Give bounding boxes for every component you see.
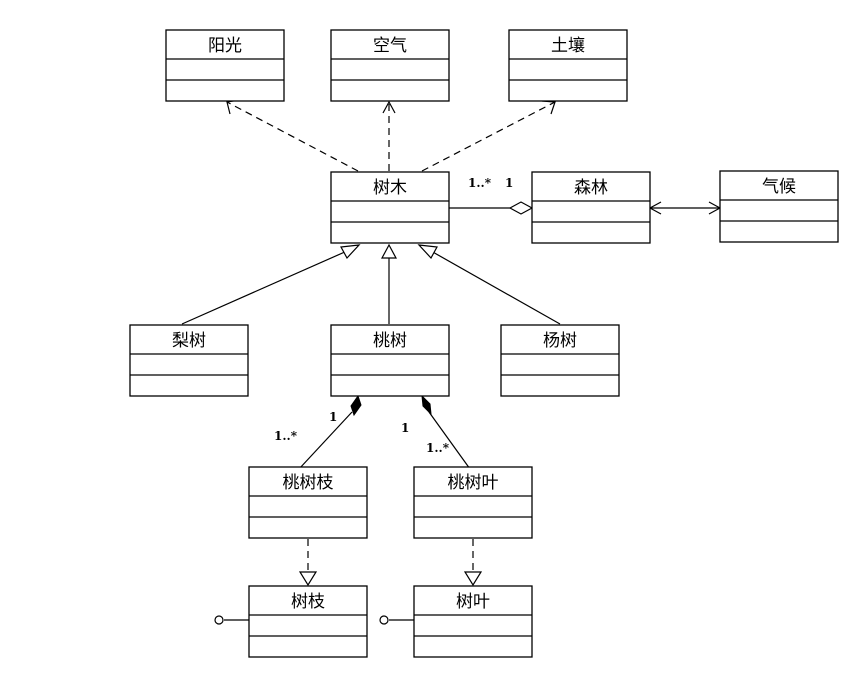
class-forest-title: 森林 xyxy=(574,178,608,198)
generalization-pear-tree xyxy=(181,244,361,325)
interface-lollipop-branch xyxy=(214,615,249,625)
class-branch-title: 树枝 xyxy=(291,592,325,612)
dependency-tree-sunlight xyxy=(226,99,359,172)
mult-tree-forest-many: 1..* xyxy=(468,176,492,190)
class-pear-tree-title: 梨树 xyxy=(172,331,206,351)
aggregation-tree-forest xyxy=(449,201,534,215)
class-climate: 气候 xyxy=(719,170,839,243)
class-peach-branch-title: 桃树枝 xyxy=(283,473,334,493)
class-climate-title: 气候 xyxy=(762,177,796,197)
class-peach-tree: 桃树 xyxy=(330,324,450,397)
generalization-poplar-tree xyxy=(417,244,561,325)
class-peach-tree-title: 桃树 xyxy=(373,331,407,351)
class-poplar-tree: 杨树 xyxy=(500,324,620,397)
class-sunlight: 阳光 xyxy=(165,29,285,102)
mult-peach-leaf-many: 1..* xyxy=(426,441,450,455)
class-sunlight-title: 阳光 xyxy=(208,36,242,56)
dependency-tree-soil xyxy=(421,100,556,172)
mult-tree-forest-one: 1 xyxy=(505,176,513,190)
mult-peach-leaf-one: 1 xyxy=(401,421,409,435)
class-peach-branch: 桃树枝 xyxy=(248,466,368,539)
dependency-tree-air xyxy=(382,100,396,171)
class-air: 空气 xyxy=(330,29,450,102)
composition-peach-leaf xyxy=(421,394,471,470)
class-branch: 树枝 xyxy=(248,585,368,658)
class-poplar-tree-title: 杨树 xyxy=(543,331,577,351)
generalization-peach-tree xyxy=(380,243,398,324)
association-forest-climate xyxy=(648,201,722,215)
realization-peach-leaf-leaf xyxy=(463,539,483,587)
interface-lollipop-leaf xyxy=(379,615,414,625)
class-peach-leaf-title: 桃树叶 xyxy=(448,473,499,493)
class-tree-title: 树木 xyxy=(373,178,407,198)
composition-peach-branch xyxy=(298,394,362,470)
class-air-title: 空气 xyxy=(373,36,407,56)
class-soil-title: 土壤 xyxy=(551,35,585,56)
class-pear-tree: 梨树 xyxy=(129,324,249,397)
class-forest: 森林 xyxy=(531,171,651,244)
class-leaf: 树叶 xyxy=(413,585,533,658)
mult-peach-branch-many: 1..* xyxy=(274,429,298,443)
class-tree: 树木 xyxy=(330,171,450,244)
class-peach-leaf: 桃树叶 xyxy=(413,466,533,539)
class-soil: 土壤 xyxy=(508,29,628,102)
class-leaf-title: 树叶 xyxy=(456,592,490,612)
realization-peach-branch-branch xyxy=(298,539,318,587)
mult-peach-branch-one: 1 xyxy=(329,410,337,424)
